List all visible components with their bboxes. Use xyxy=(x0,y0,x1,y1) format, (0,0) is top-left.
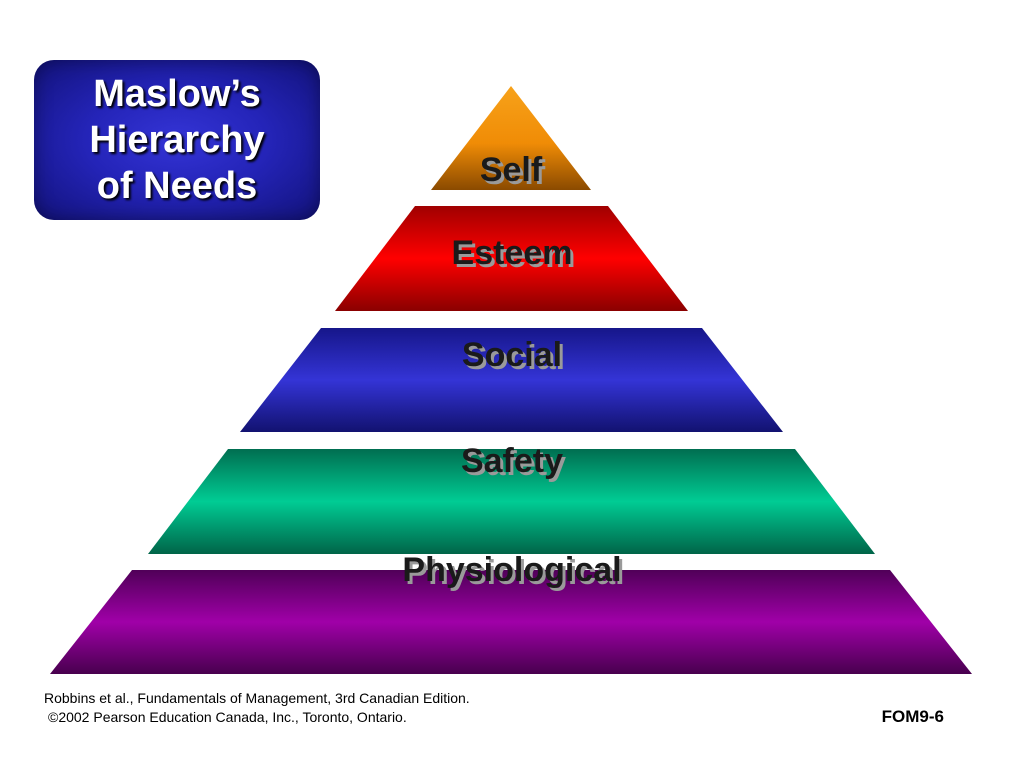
tier-safety-shape xyxy=(148,449,875,554)
tier-physiological-label-shadow: Physiological xyxy=(405,554,624,592)
tier-safety-label-shadow: Safety xyxy=(464,445,566,483)
title-line-1: Maslow’s xyxy=(93,73,261,115)
tier-physiological: Physiological Physiological xyxy=(50,551,972,674)
footer-credit-line-2: ©2002 Pearson Education Canada, Inc., To… xyxy=(48,709,407,725)
tier-social-label: Social xyxy=(462,336,562,374)
tier-self: Self Self xyxy=(431,86,591,192)
slide-title: Maslow’s Hierarchy of Needs xyxy=(52,71,302,209)
tier-esteem-label: Esteem xyxy=(452,234,573,272)
tier-social-shape xyxy=(240,328,783,432)
tier-self-label: Self xyxy=(480,151,543,189)
tier-self-label-shadow: Self xyxy=(483,154,546,192)
tier-esteem-shape xyxy=(335,206,688,311)
tier-social: Social Social xyxy=(240,328,783,432)
title-line-3: of Needs xyxy=(96,165,258,207)
tier-safety-label: Safety xyxy=(461,442,563,480)
slide-code: FOM9-6 xyxy=(881,707,944,726)
tier-social-label-shadow: Social xyxy=(465,339,565,377)
tier-safety: Safety Safety xyxy=(148,442,875,554)
footer-credit: Robbins et al., Fundamentals of Manageme… xyxy=(44,689,470,727)
tier-esteem: Esteem Esteem xyxy=(335,206,688,311)
footer-credit-line-1: Robbins et al., Fundamentals of Manageme… xyxy=(44,690,470,706)
tier-physiological-shape xyxy=(50,570,972,674)
title-box: Maslow’s Hierarchy of Needs xyxy=(34,60,320,220)
tier-self-shape xyxy=(431,86,591,190)
tier-physiological-label: Physiological xyxy=(402,551,621,589)
tier-esteem-label-shadow: Esteem xyxy=(455,237,576,275)
title-line-2: Hierarchy xyxy=(89,119,265,161)
